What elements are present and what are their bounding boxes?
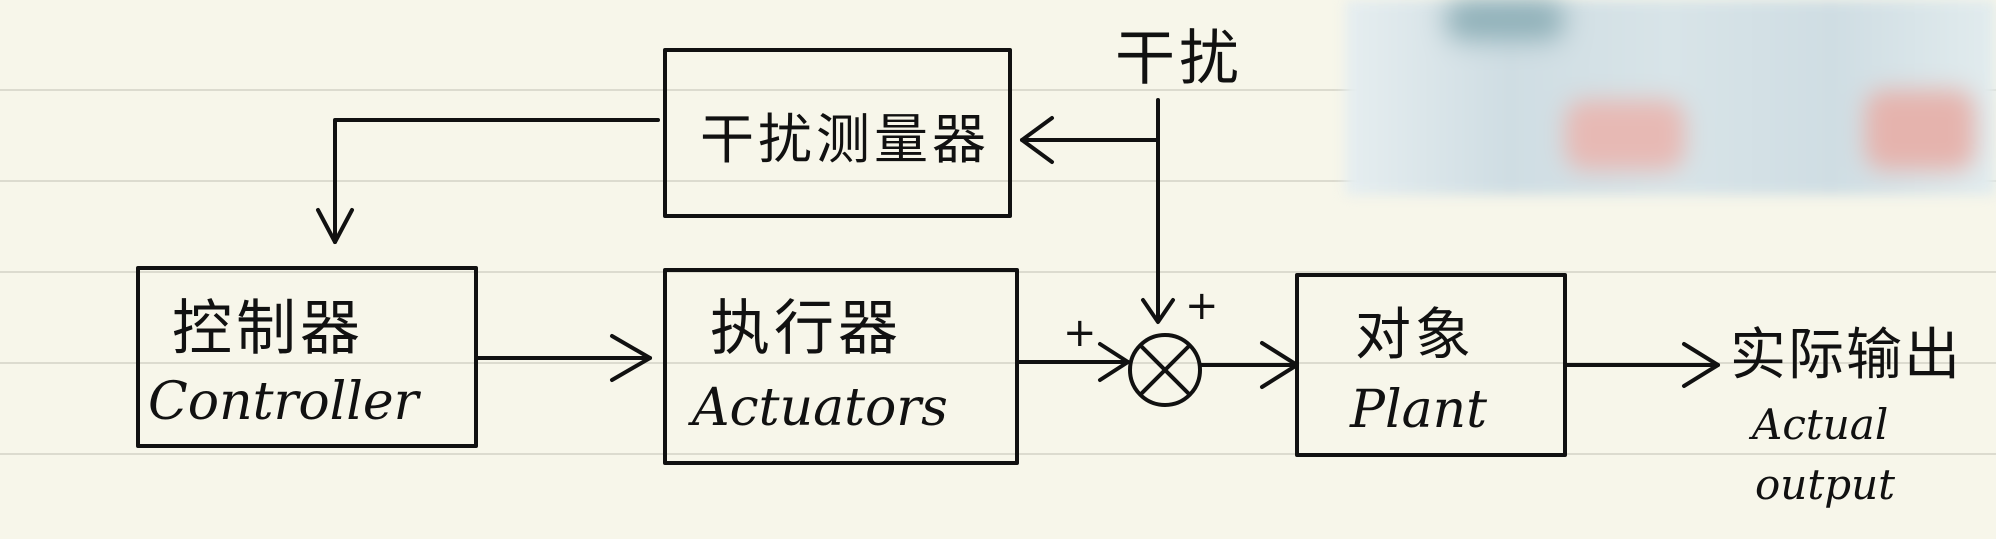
controller-to-actuators-arrowhead: [610, 334, 652, 382]
summing-junction: [1128, 333, 1202, 407]
sensor-to-controller-line: [333, 118, 660, 244]
plus-sign-top: +: [1185, 283, 1219, 329]
plant-label-cn: 对象: [1355, 303, 1475, 368]
disturbance-arrowhead: [1141, 298, 1175, 324]
disturbance-sensor-label: 干扰测量器: [700, 108, 990, 171]
output-label-cn: 实际输出: [1730, 323, 1962, 388]
sensor-to-controller-arrowhead: [316, 208, 354, 244]
summing-junction-cross-b: [1139, 344, 1191, 396]
disturbance-label: 干扰: [1115, 24, 1243, 94]
actuators-to-junction-arrowhead: [1098, 342, 1130, 382]
actuators-label-cn: 执行器: [710, 294, 902, 364]
plus-sign-left: +: [1063, 310, 1097, 356]
disturbance-sensor-box: [663, 48, 1012, 218]
branch-to-sensor-arrowhead: [1020, 116, 1054, 164]
output-label-en-line2: output: [1755, 460, 1896, 509]
controller-label-cn: 控制器: [172, 294, 364, 364]
actuators-label-en: Actuators: [692, 378, 948, 438]
junction-to-plant-arrowhead: [1260, 341, 1299, 389]
actuators-box: [663, 268, 1019, 465]
output-label-en-line1: Actual: [1752, 400, 1889, 449]
blurred-photo-region: [1345, 0, 1996, 195]
controller-label-en: Controller: [148, 372, 419, 432]
plant-label-en: Plant: [1350, 380, 1488, 440]
output-arrowhead: [1682, 342, 1720, 388]
